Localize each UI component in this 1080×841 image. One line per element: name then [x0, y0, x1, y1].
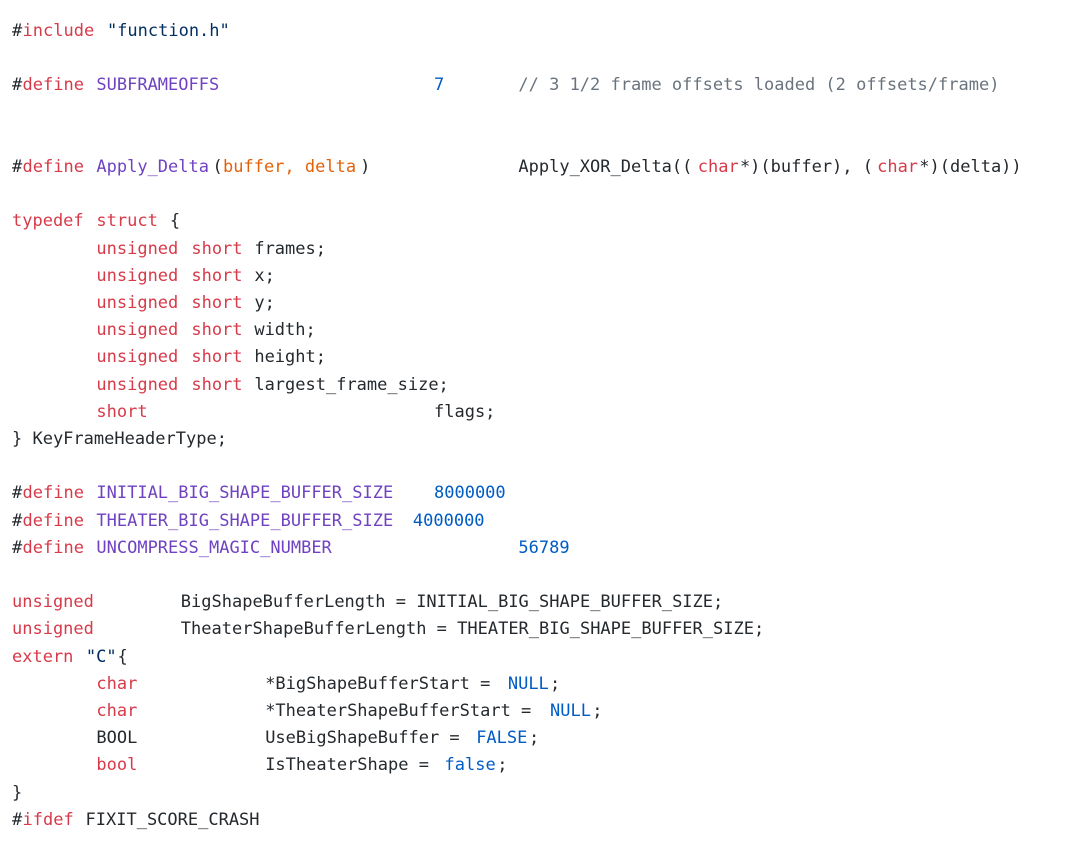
code-token-plain: *)(delta)) [919, 157, 1022, 177]
code-token-plain: { [117, 646, 128, 667]
code-token-keyword: unsigned [96, 320, 179, 341]
code-token-number: 7 [434, 75, 445, 96]
code-token-param: buffer, delta [223, 157, 357, 177]
code-token-keyword: bool [96, 755, 138, 776]
code-token-plain: y; [244, 293, 275, 313]
code-token-plain: TheaterShapeBufferLength = THEATER_BIG_S… [180, 619, 765, 640]
code-token-plain: UseBigShapeBuffer = [265, 728, 470, 749]
code-token-plain: largest_frame_size; [244, 374, 449, 395]
code-token-plain [86, 154, 96, 180]
code-token-plain [86, 208, 96, 234]
code-token-plain: # [12, 75, 23, 96]
code-token-keyword: char [697, 157, 739, 177]
code-token-number: NULL [550, 701, 591, 721]
code-token-plain [86, 72, 96, 98]
code-token-plain: # [12, 809, 23, 830]
code-token-plain: # [12, 510, 23, 531]
code-token-number: 8000000 [434, 483, 506, 504]
code-token-number: NULL [507, 673, 549, 694]
code-token-plain: *BigShapeBufferStart = [265, 673, 501, 694]
code-token-macro: THEATER_BIG_SHAPE_BUFFER_SIZE [96, 510, 394, 531]
code-token-plain: x; [244, 265, 275, 286]
code-token-string: "function.h" [106, 21, 230, 41]
code-token-plain: BOOL [96, 728, 138, 749]
code-token-macro: Apply_Delta [96, 157, 209, 177]
code-token-keyword: extern [12, 646, 74, 667]
code-token-plain: *TheaterShapeBufferStart = [265, 701, 542, 721]
code-token-plain: } [12, 782, 23, 803]
code-token-plain: ; [497, 755, 508, 776]
code-token-plain [181, 290, 191, 316]
code-token-number: false [444, 755, 496, 776]
code-token-keyword: typedef [12, 211, 84, 232]
code-token-keyword: unsigned [12, 619, 94, 640]
code-token-string: "C" [85, 646, 117, 667]
code-token-macro: INITIAL_BIG_SHAPE_BUFFER_SIZE [96, 483, 394, 504]
code-token-plain: # [12, 157, 23, 177]
code-token-plain [86, 480, 96, 506]
code-token-keyword: ifdef [22, 809, 74, 830]
code-token-plain: flags; [434, 401, 496, 422]
code-token-plain: } KeyFrameHeaderType; [12, 429, 227, 449]
code-token-keyword: short [191, 374, 243, 395]
code-token-plain [402, 508, 412, 534]
code-token-keyword: define [22, 537, 84, 558]
code-token-keyword: short [96, 401, 148, 422]
code-token-keyword: define [22, 483, 84, 504]
code-token-plain: width; [244, 320, 316, 341]
code-token-plain: height; [244, 347, 326, 368]
code-token-keyword: short [191, 238, 243, 259]
code-token-plain [75, 644, 85, 670]
code-token-plain: ; [528, 728, 540, 749]
code-token-keyword: unsigned [96, 238, 179, 259]
code-token-plain: frames; [244, 238, 326, 259]
code-token-plain: { [159, 211, 181, 232]
code-token-keyword: char [96, 673, 138, 694]
code-token-plain: *)(buffer), ( [739, 157, 873, 177]
code-token-keyword: define [22, 75, 84, 96]
code-token-keyword: unsigned [96, 374, 179, 395]
code-token-comment: // 3 1/2 frame offsets loaded (2 offsets… [518, 75, 1000, 96]
code-token-number: 4000000 [412, 510, 485, 531]
code-token-plain: ) [360, 157, 371, 177]
code-token-plain: ; [550, 673, 561, 694]
code-token-plain: # [12, 21, 23, 41]
code-token-plain: ; [592, 701, 603, 721]
code-token-keyword: define [22, 157, 84, 177]
code-token-keyword: define [22, 510, 84, 531]
code-token-plain [181, 372, 191, 398]
code-token-plain: BigShapeBufferLength = INITIAL_BIG_SHAPE… [180, 592, 724, 613]
code-token-keyword: char [96, 701, 138, 721]
code-token-plain: ( [212, 157, 223, 177]
code-token-macro: UNCOMPRESS_MAGIC_NUMBER [96, 537, 332, 558]
code-token-plain: FIXIT_SCORE_CRASH [75, 809, 260, 830]
code-token-plain [181, 317, 191, 343]
code-token-macro: SUBFRAMEOFFS [96, 75, 220, 96]
code-token-plain: IsTheaterShape = [265, 755, 440, 776]
code-token-keyword: short [191, 320, 243, 341]
code-token-plain [181, 236, 191, 262]
code-token-plain [181, 344, 191, 370]
code-token-keyword: unsigned [96, 265, 179, 286]
code-token-plain [181, 263, 191, 289]
code-token-keyword: unsigned [96, 293, 179, 313]
code-token-keyword: short [191, 347, 243, 368]
code-token-plain [96, 18, 106, 44]
code-token-plain [86, 508, 96, 534]
code-token-plain [86, 535, 96, 561]
code-token-number: 56789 [518, 537, 570, 558]
code-token-keyword: struct [96, 211, 158, 232]
code-token-keyword: unsigned [12, 592, 94, 613]
code-token-keyword: char [877, 157, 919, 177]
code-token-number: FALSE [476, 728, 528, 749]
code-token-keyword: short [191, 265, 243, 286]
code-token-plain: # [12, 483, 23, 504]
code-token-plain: Apply_XOR_Delta(( [518, 157, 693, 177]
code-token-keyword: short [191, 293, 243, 313]
code-token-keyword: include [22, 21, 95, 41]
code-token-keyword: unsigned [96, 347, 179, 368]
code-token-plain: # [12, 537, 23, 558]
